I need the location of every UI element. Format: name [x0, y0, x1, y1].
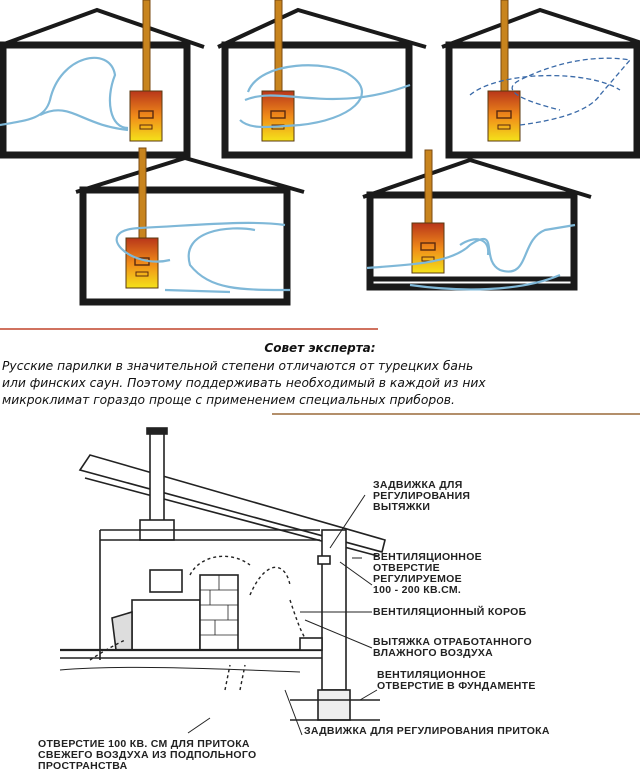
- chimney: [149, 431, 165, 528]
- airflow-path: [39, 109, 129, 132]
- airflow-path: [164, 288, 231, 294]
- airflow-path: [115, 221, 286, 263]
- vent-duct: [321, 529, 347, 691]
- house-walls: [445, 41, 640, 159]
- house-walls: [79, 186, 291, 306]
- house-diagram-1: [0, 0, 205, 159]
- roof: [217, 7, 427, 49]
- stove-door: [138, 110, 154, 119]
- airflow-path: [0, 56, 129, 130]
- house-walls: [366, 191, 578, 291]
- airflow-arrow: [89, 639, 126, 661]
- stove-door: [111, 610, 133, 651]
- airflow-arrow: [239, 664, 246, 691]
- stove: [487, 90, 521, 142]
- airflow-arrow: [249, 566, 291, 596]
- expert-tip-text: Русские парилки в значительной степени о…: [2, 358, 638, 409]
- stove-door: [496, 110, 512, 119]
- house-diagram-3: [441, 0, 640, 159]
- airflow-path: [511, 57, 632, 126]
- airflow-path: [187, 227, 291, 292]
- airflow-arrow: [224, 664, 231, 691]
- tip-line: микроклимат гораздо проще с применением …: [2, 393, 455, 407]
- stove-ash-door: [135, 271, 149, 277]
- roof: [75, 155, 305, 194]
- house-walls: [221, 41, 413, 159]
- airflow-arrow: [189, 555, 251, 576]
- house-diagram-5: [362, 149, 592, 291]
- stove-ash-door: [139, 124, 153, 130]
- expert-tip-title: Совет эксперта:: [264, 341, 376, 355]
- airflow-diagrams: [0, 0, 640, 306]
- label-fresh-air-hole: ОТВЕРСТИЕ 100 КВ. СМ ДЛЯ ПРИТОКА СВЕЖЕГО…: [38, 738, 257, 772]
- tip-line: Русские парилки в значительной степени о…: [2, 359, 474, 373]
- airflow-path: [244, 83, 411, 102]
- label-exhaust-damper: ЗАДВИЖКА ДЛЯ РЕГУЛИРОВАНИЯ ВЫТЯЖКИ: [373, 479, 471, 513]
- house-diagram-2: [217, 0, 427, 159]
- roof: [0, 7, 205, 49]
- chimney-cap: [146, 427, 168, 435]
- stove: [125, 237, 159, 289]
- airflow-arrow: [289, 599, 306, 639]
- vent-opening: [317, 555, 331, 565]
- stove: [129, 90, 163, 142]
- label-foundation-vent: ВЕНТИЛЯЦИОННОЕ ОТВЕРСТИЕ В ФУНДАМЕНТЕ: [377, 669, 536, 692]
- airflow-path: [459, 238, 490, 256]
- house-diagram-4: [75, 147, 305, 306]
- roof: [362, 157, 592, 199]
- stove: [131, 599, 201, 651]
- stove-door: [420, 242, 436, 251]
- roof: [441, 7, 640, 49]
- label-adjustable-vent: ВЕНТИЛЯЦИОННОЕ ОТВЕРСТИЕ РЕГУЛИРУЕМОЕ 10…: [373, 551, 482, 596]
- exhaust-vent: [299, 637, 323, 651]
- airflow-path: [366, 223, 576, 273]
- stove: [261, 90, 295, 142]
- stove-heater: [149, 569, 183, 593]
- label-vent-duct: ВЕНТИЛЯЦИОННЫЙ КОРОБ: [373, 606, 527, 618]
- airflow-path: [409, 273, 561, 291]
- foundation: [317, 689, 351, 721]
- label-humid-exhaust: ВЫТЯЖКА ОТРАБОТАННОГО ВЛАЖНОГО ВОЗДУХА: [373, 636, 532, 659]
- stove-door: [270, 110, 286, 119]
- label-inflow-damper: ЗАДВИЖКА ДЛЯ РЕГУЛИРОВАНИЯ ПРИТОКА: [304, 725, 550, 737]
- tip-line: или финских саун. Поэтому поддерживать н…: [2, 376, 486, 390]
- house-walls: [0, 41, 191, 159]
- stove-ash-door: [497, 124, 511, 130]
